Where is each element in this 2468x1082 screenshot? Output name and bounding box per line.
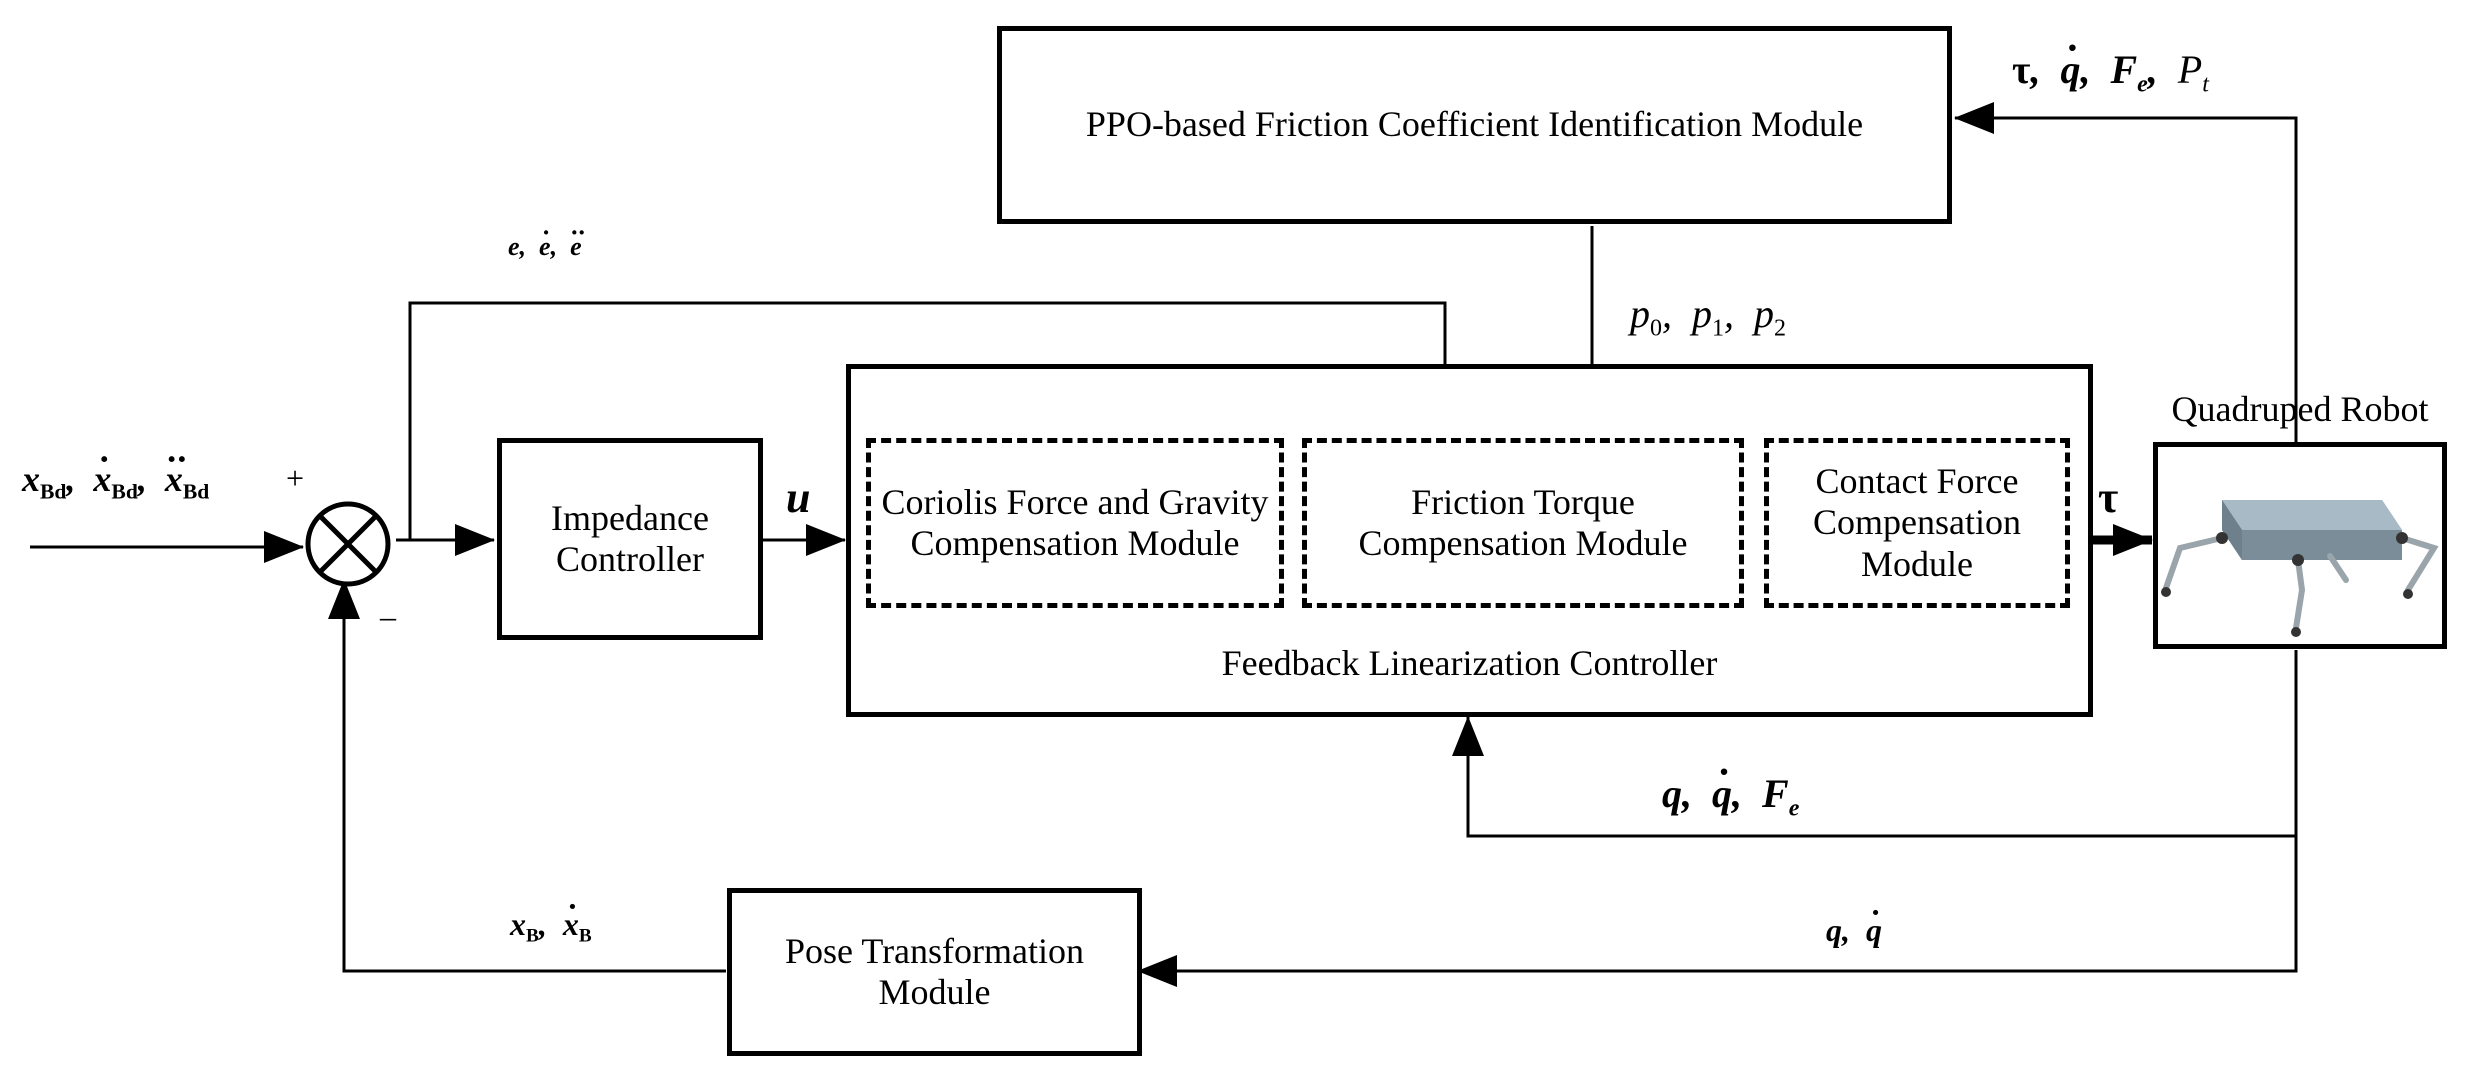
ppo-block: PPO-based Friction Coefficient Identific… <box>997 26 1952 224</box>
tau-label: τ <box>2098 473 2119 522</box>
input-signals-label: xBd, xBd, xBd <box>22 458 209 505</box>
pose-output-signals-label: xB, xB <box>510 906 592 948</box>
pose-transformation-block: Pose Transformation Module <box>727 888 1142 1056</box>
ppo-feedback-line <box>1954 102 2298 443</box>
quadruped-robot-label: Quadruped Robot <box>2171 389 2429 430</box>
error-signals-label: e, e, e <box>508 232 582 262</box>
pose-input-signals-label: q, q <box>1826 912 1882 949</box>
friction-module: Friction Torque Compensation Module <box>1302 438 1744 608</box>
impedance-controller-label: Impedance Controller <box>551 497 709 579</box>
state-feedback-line <box>1452 650 2298 838</box>
pose-transformation-label: Pose Transformation Module <box>784 930 1085 1012</box>
contact-label: Contact Force Compensation Module <box>1813 460 2021 584</box>
contact-module: Contact Force Compensation Module <box>1764 438 2070 608</box>
flc-feedback-signals-label: q, q, Fe <box>1662 770 1799 822</box>
feedback-linearization-label: Feedback Linearization Controller <box>1221 643 1718 684</box>
pose-feedback-line <box>1137 836 2298 987</box>
pose-to-sum-line <box>328 579 726 973</box>
p-coefficients-label: p0, p1, p2 <box>1630 291 1786 342</box>
plus-sign: + <box>286 460 305 496</box>
ppo-label: PPO-based Friction Coefficient Identific… <box>1085 104 1864 145</box>
robot-illustration <box>2161 500 2439 637</box>
u-label: u <box>786 473 811 522</box>
friction-label: Friction Torque Compensation Module <box>1358 481 1688 563</box>
impedance-controller-block: Impedance Controller <box>497 438 763 640</box>
coriolis-module: Coriolis Force and Gravity Compensation … <box>866 438 1284 608</box>
summing-junction <box>305 501 391 587</box>
coriolis-label: Coriolis Force and Gravity Compensation … <box>881 481 1269 563</box>
ppo-input-signals-label: τ, q, Fe, Pt <box>2012 46 2209 98</box>
quadruped-robot-block <box>2153 442 2447 649</box>
minus-sign: – <box>380 598 396 634</box>
